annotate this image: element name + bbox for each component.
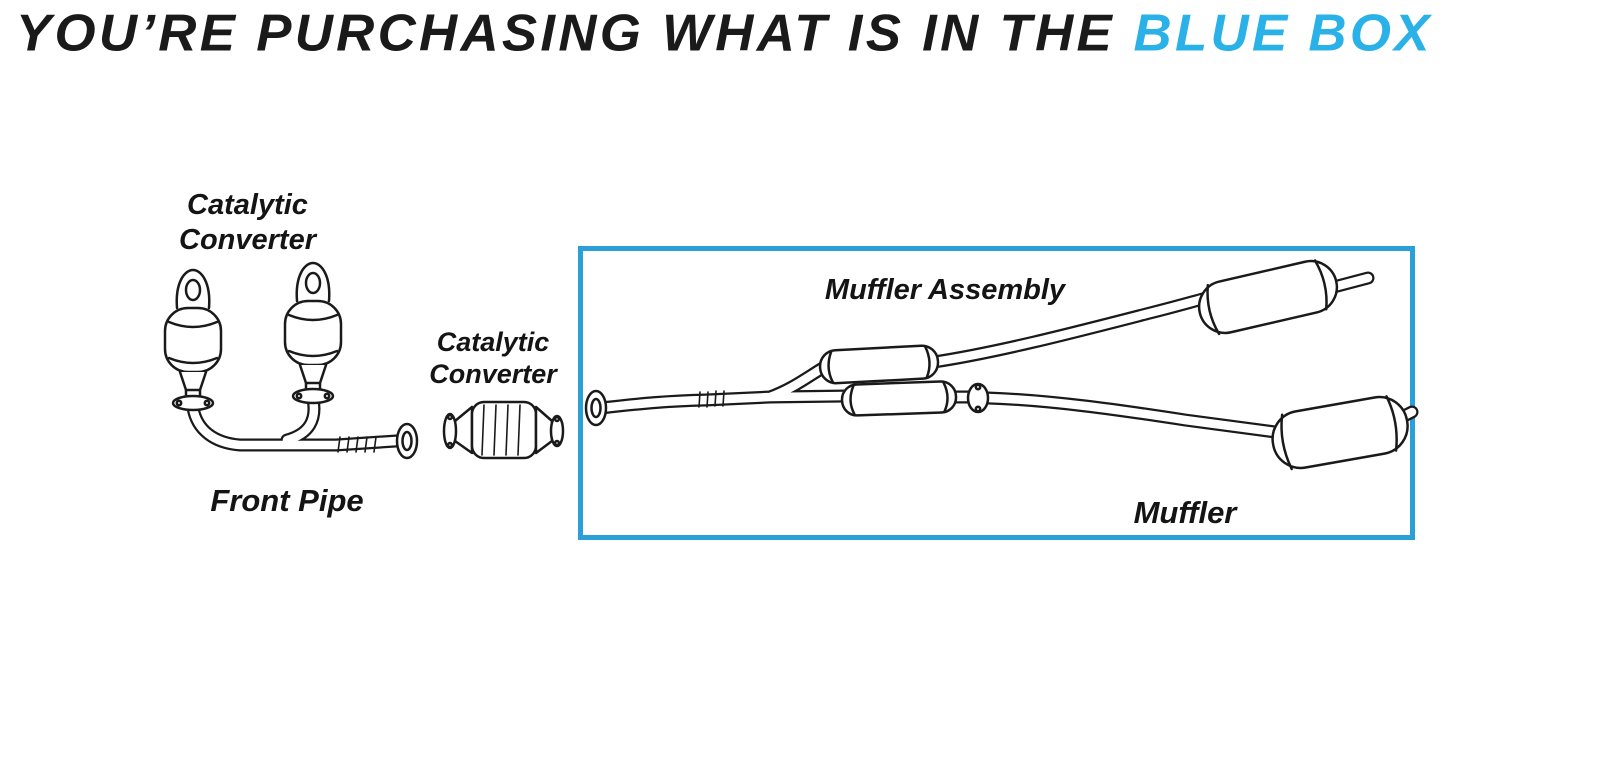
muffler-assembly-parts-drawing [584, 259, 1409, 471]
label-front-pipe: Front Pipe [210, 483, 364, 518]
page-title: YOU’RE PURCHASING WHAT IS IN THE BLUE BOX [16, 4, 1433, 63]
label-muffler-assembly: Muffler Assembly [824, 274, 1066, 306]
label-catalytic-converter-mid: Catalytic Converter [429, 327, 557, 390]
catalytic-converters-left-drawing [163, 261, 343, 412]
label-catalytic-converter-left: Catalytic Converter [179, 189, 316, 256]
mid-catalytic-converter-drawing [442, 400, 565, 460]
front-pipe-drawing [186, 392, 419, 460]
muffler-assembly-pipes-drawing [594, 271, 1419, 441]
title-text: YOU’RE PURCHASING WHAT IS IN THE [16, 5, 1116, 63]
title-highlight: BLUE BOX [1133, 5, 1433, 63]
label-muffler: Muffler [1133, 495, 1237, 530]
blue-box [578, 246, 1415, 540]
